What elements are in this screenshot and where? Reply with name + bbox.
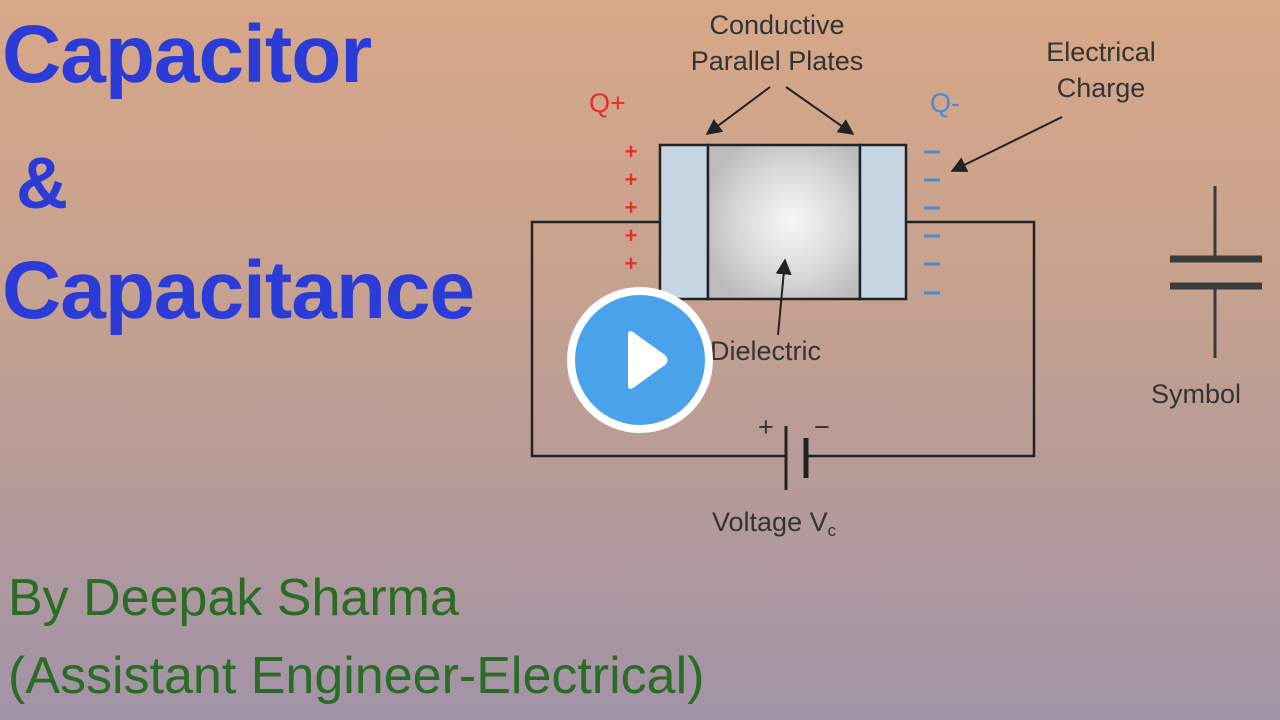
negative-charges (924, 150, 940, 295)
plates-label-line1: Conductive (709, 10, 844, 40)
plates-label-line2: Parallel Plates (691, 46, 864, 76)
play-button-circle[interactable] (575, 295, 705, 425)
author-designation: (Assistant Engineer-Electrical) (8, 647, 705, 705)
q-plus-label: Q+ (589, 88, 626, 118)
author-name: By Deepak Sharma (8, 569, 459, 627)
title-ampersand: & (16, 144, 68, 224)
left-plate (658, 143, 710, 301)
charge-arrow (950, 116, 1063, 172)
battery-symbol (784, 426, 809, 490)
plus-sign: + (625, 167, 638, 192)
dielectric-label: Dielectric (710, 336, 821, 366)
pointer-arrows (705, 86, 1063, 336)
battery-minus-sign: − (814, 412, 830, 442)
charge-label-line2: Charge (1057, 73, 1146, 103)
title-capacitor: Capacitor (2, 9, 372, 100)
voltage-label-main: Voltage V (712, 507, 828, 537)
plates-arrow-right (785, 86, 855, 135)
battery-plus-sign: + (758, 412, 774, 442)
plus-sign: + (625, 139, 638, 164)
right-plate (858, 143, 908, 301)
plates-arrow-left (705, 86, 771, 135)
voltage-label-subscript: c (828, 521, 837, 540)
plus-sign: + (625, 251, 638, 276)
capacitor-symbol-icon (1170, 186, 1262, 358)
title-capacitance: Capacitance (2, 245, 475, 336)
dielectric-arrow (775, 258, 792, 336)
q-minus-label: Q- (930, 88, 960, 118)
plus-sign: + (625, 223, 638, 248)
play-button[interactable] (567, 287, 713, 433)
voltage-label: Voltage Vc (712, 507, 837, 540)
symbol-label: Symbol (1151, 379, 1241, 409)
charge-label-line1: Electrical (1046, 37, 1156, 67)
circuit-wire (530, 220, 1036, 458)
play-icon (628, 331, 668, 389)
positive-charges: + + + + + (625, 139, 638, 276)
plus-sign: + (625, 195, 638, 220)
